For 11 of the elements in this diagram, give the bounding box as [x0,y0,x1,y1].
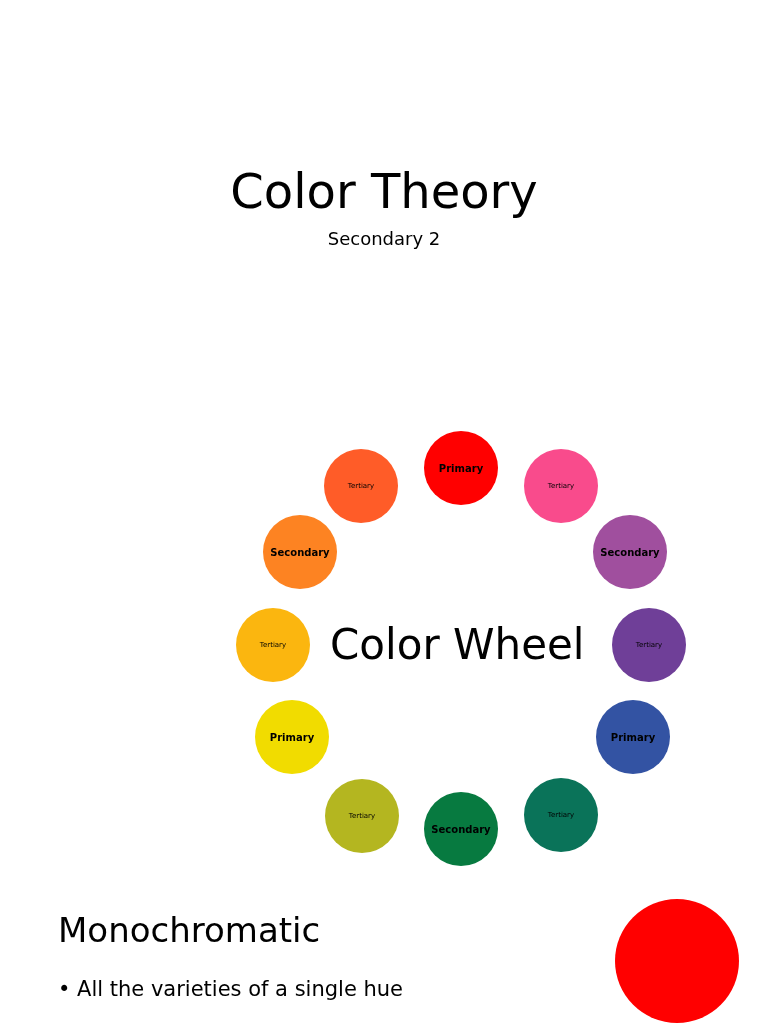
slide-subtitle: Secondary 2 [326,228,442,249]
section-heading: Monochromatic [58,909,321,952]
circle-label: Primary [269,731,315,743]
circle-label: Primary [438,462,484,474]
wheel-title: Color Wheel [330,620,585,670]
circle-label: Secondary [600,546,660,558]
slide-title: Color Theory [229,162,539,220]
bullet-text: • All the varieties of a single hue [58,978,405,1000]
circle-label: Secondary [431,823,491,835]
circle-label: Secondary [270,546,330,558]
circle-label: Primary [610,731,656,743]
